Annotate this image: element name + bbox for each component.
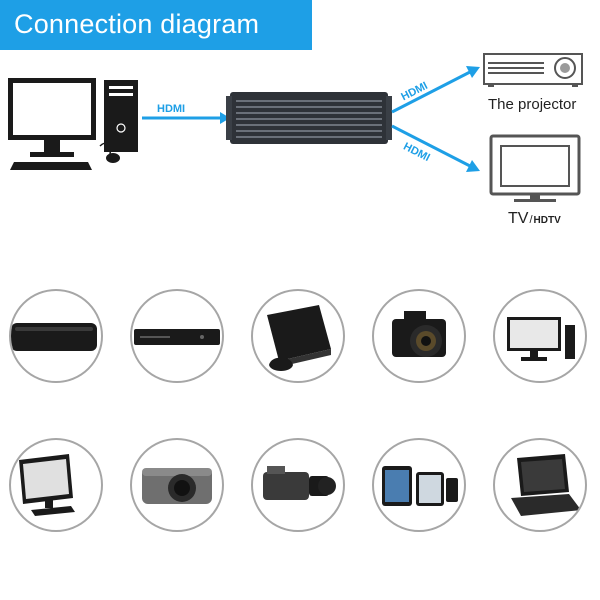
source-monitor-pc <box>493 289 587 383</box>
keyboard-icon <box>10 162 92 170</box>
computer-monitor-icon <box>8 78 96 157</box>
laptop-icon <box>511 454 581 516</box>
diagram-graphics <box>8 53 583 202</box>
source-lcd-monitor <box>9 438 103 532</box>
source-external-drive <box>9 289 103 383</box>
source-bluray-player <box>130 289 224 383</box>
cable-arrow-input <box>142 112 230 124</box>
tablets-icon <box>382 466 458 506</box>
source-laptop <box>493 438 587 532</box>
source-game-console <box>251 289 345 383</box>
cable-label-input: HDMI <box>157 103 186 115</box>
bluray-player-icon <box>134 329 220 345</box>
compact-camera-icon <box>142 468 212 504</box>
tv-label-main: TV <box>508 210 529 227</box>
source-tablets <box>372 438 466 532</box>
camcorder-icon <box>263 466 336 500</box>
dslr-camera-icon <box>392 311 446 357</box>
source-dslr-camera <box>372 289 466 383</box>
lcd-monitor-icon <box>19 454 75 516</box>
tv-label-sub: HDTV <box>533 215 561 226</box>
hdmi-splitter-icon <box>226 92 392 144</box>
tv-label: TV/HDTV <box>508 210 561 228</box>
connection-diagram: HDMI HDMI HDMI The projector TV/HDTV <box>0 50 600 260</box>
page-title: Connection diagram <box>14 9 260 39</box>
tv-label-separator: / <box>529 214 533 226</box>
pc-tower-icon <box>104 80 138 152</box>
external-drive-icon <box>11 323 97 351</box>
projector-label: The projector <box>488 96 577 113</box>
cable-arrow-tv <box>391 124 480 172</box>
monitor-pc-icon <box>507 317 575 361</box>
source-compact-camera <box>130 438 224 532</box>
tv-icon <box>489 134 581 202</box>
header-bar: Connection diagram <box>0 0 312 50</box>
cable-arrow-projector <box>391 66 480 114</box>
game-console-icon <box>267 305 331 371</box>
projector-icon <box>483 53 583 87</box>
source-camcorder <box>251 438 345 532</box>
